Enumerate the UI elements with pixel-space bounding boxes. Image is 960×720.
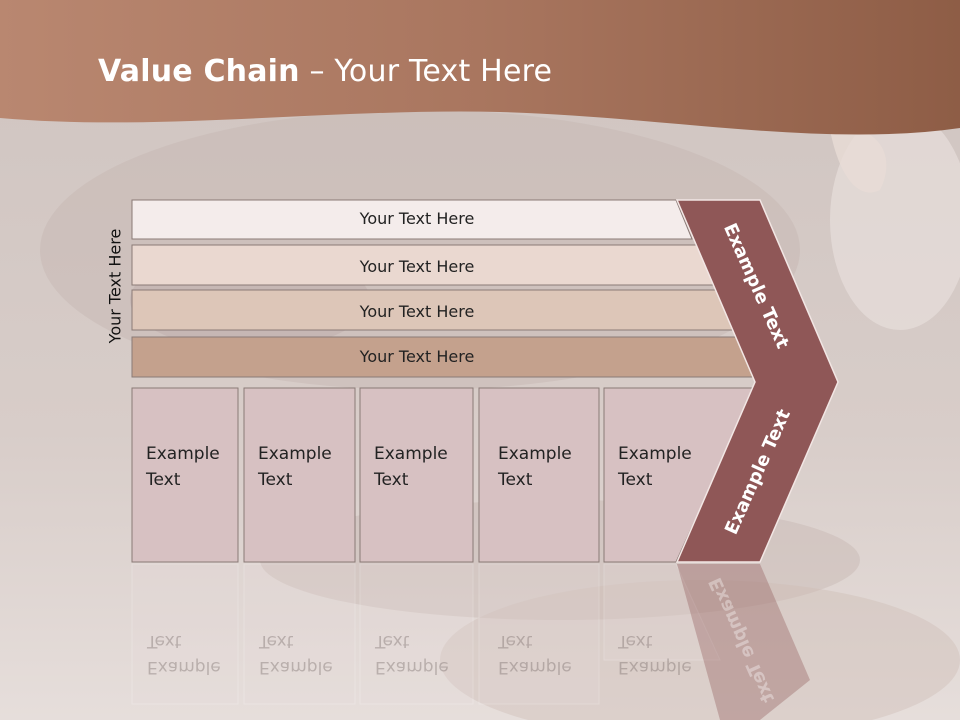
box-5-reflection: Example Text <box>618 628 692 680</box>
header-band <box>0 0 960 135</box>
box-1-reflection-line2: Text <box>147 631 182 651</box>
box-5-reflection-line2: Text <box>618 631 653 651</box>
chevron-shape <box>675 199 839 563</box>
box-2-reflection: Example Text <box>259 628 333 680</box>
reflection-group <box>131 563 721 705</box>
box-5-shape <box>603 387 756 563</box>
box-3-shape <box>359 387 474 563</box>
band-2-label: Your Text Here <box>359 257 475 276</box>
box-2-line2: Text <box>258 470 293 490</box>
box-5-reflection-line1: Example <box>618 657 692 677</box>
box-1-reflection: Example Text <box>147 628 221 680</box>
box-2-shape <box>243 387 356 563</box>
box-1-shape <box>131 387 239 563</box>
box-3-line1: Example <box>374 444 448 464</box>
box-1-line2: Text <box>146 470 181 490</box>
chevron-reflection <box>677 564 810 720</box>
box-4-reflection: Example Text <box>498 628 572 680</box>
box-4-shape <box>478 387 600 563</box>
box-5-line1: Example <box>618 444 692 464</box>
box-4-line1: Example <box>498 444 572 464</box>
box-4-reflection-line2: Text <box>498 631 533 651</box>
box-1-line1: Example <box>146 444 220 464</box>
box-3-reflection-line2: Text <box>375 631 410 651</box>
box-3-reflection-line1: Example <box>375 657 449 677</box>
band-1-shape <box>131 199 693 240</box>
side-vertical-label: Your Text Here <box>105 228 125 344</box>
slide-title-rest: – Your Text Here <box>299 54 553 89</box>
box-2-reflection-line1: Example <box>259 657 333 677</box>
slide-title: Value Chain – Your Text Here <box>98 54 552 89</box>
band-3-label: Your Text Here <box>359 302 475 321</box>
box-2-line1: Example <box>258 444 332 464</box>
box-1-reflection-line1: Example <box>147 657 221 677</box>
band-4-label: Your Text Here <box>359 347 475 366</box>
band-1-label: Your Text Here <box>359 209 475 228</box>
box-5-line2: Text <box>618 470 653 490</box>
box-3-reflection: Example Text <box>375 628 449 680</box>
box-4-reflection-line1: Example <box>498 657 572 677</box>
box-2-reflection-line2: Text <box>259 631 294 651</box>
box-4-line2: Text <box>498 470 533 490</box>
slide-title-bold: Value Chain <box>98 54 300 89</box>
box-3-line2: Text <box>374 470 409 490</box>
